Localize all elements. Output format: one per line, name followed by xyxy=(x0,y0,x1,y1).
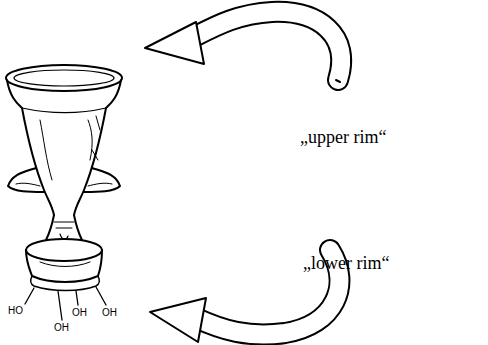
hydroxyl-label: OH xyxy=(102,308,117,318)
upper-rim-arrow xyxy=(145,12,341,82)
vase xyxy=(6,65,122,291)
hydroxyl-label: HO xyxy=(8,306,23,316)
rim-label: „upper rim“ xyxy=(300,128,386,146)
hydroxyl-label: OH xyxy=(72,308,87,318)
hydroxyl-bonds xyxy=(25,287,106,320)
rim-label: „lower rim“ xyxy=(303,254,389,272)
hydroxyl-label: OH xyxy=(54,323,69,333)
